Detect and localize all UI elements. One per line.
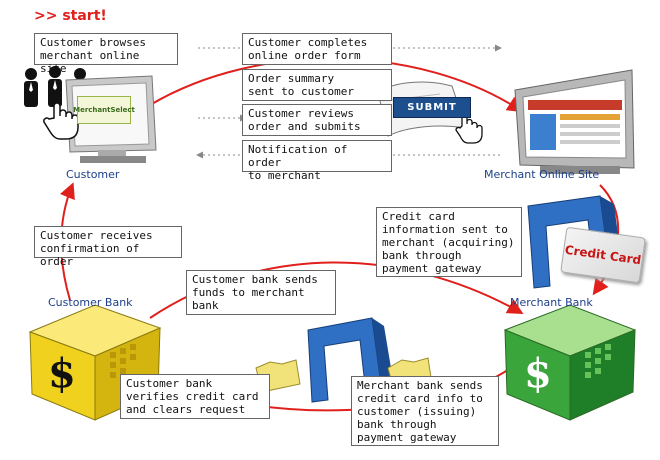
submit-button[interactable]: SUBMIT — [393, 97, 471, 118]
step-box: Customer completes online order form — [242, 33, 392, 65]
step-box: Merchant bank sends credit card info to … — [351, 376, 499, 446]
start-label: >> start! — [34, 8, 107, 24]
merchant-site-label: Merchant Online Site — [484, 168, 600, 181]
step-box: Customer bank verifies credit card and c… — [120, 374, 270, 419]
hand-cursor-icon — [455, 112, 483, 144]
customer-bank-dollar: $ — [48, 350, 76, 397]
step-box: Credit card information sent to merchant… — [376, 207, 522, 277]
merchant-bank-label: Merchant Bank — [510, 296, 593, 309]
hand-cursor-icon — [43, 102, 79, 140]
screen-logo: MerchantSelect — [73, 96, 135, 124]
merchant-bank-dollar: $ — [524, 350, 552, 397]
merchant-monitor — [514, 69, 635, 174]
step-box: Customer browses merchant online site — [34, 33, 178, 75]
customer-bank-label: Customer Bank — [48, 296, 133, 309]
step-box: Customer bank sends funds to merchant ba… — [186, 270, 336, 315]
customer-label: Customer — [66, 168, 120, 181]
step-box: Notification of order to merchant — [242, 140, 392, 182]
gateway-icon — [307, 317, 394, 403]
step-box: Order summary sent to customer — [242, 69, 392, 101]
step-box: Customer receives confirmation of order — [34, 226, 182, 268]
merchant-bank-cube — [503, 304, 637, 421]
step-box: Customer reviews order and submits — [242, 104, 392, 136]
